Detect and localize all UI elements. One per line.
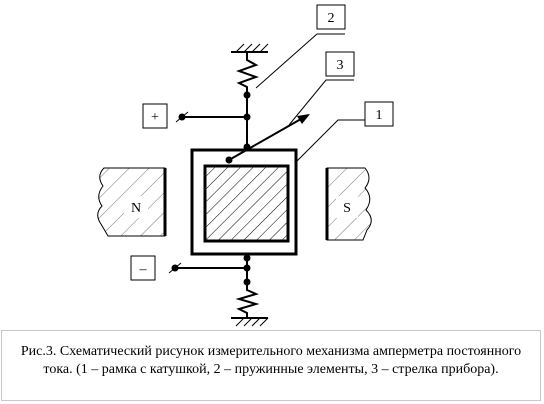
pointer-needle — [228, 114, 309, 161]
north-pole-label: N — [131, 201, 141, 216]
figure-caption-box: Рис.3. Схематический рисунок измерительн… — [1, 330, 541, 401]
minus-label: – — [139, 262, 148, 277]
south-pole-label: S — [343, 201, 351, 216]
plus-terminal-stroke — [175, 111, 189, 123]
top-spring — [235, 52, 260, 95]
callout-3-label: 3 — [337, 58, 344, 73]
south-pole-magnet — [325, 167, 372, 241]
figure-caption: Рис.3. Схематический рисунок измерительн… — [20, 344, 522, 377]
coil-core — [203, 164, 290, 243]
top-junction-dot — [243, 91, 251, 99]
bottom-frame-dot — [243, 254, 251, 262]
top-ground-symbol — [231, 43, 269, 53]
north-pole-magnet — [97, 167, 167, 237]
plus-label-box — [142, 103, 168, 129]
bottom-spring — [235, 284, 260, 318]
callout-3-leader — [288, 79, 354, 126]
bottom-ground-symbol — [231, 317, 269, 327]
pointer-arrowhead — [297, 114, 310, 124]
coil-frame-outer — [190, 148, 298, 256]
callout-2-label: 2 — [328, 11, 335, 26]
minus-label-box — [130, 255, 156, 281]
plus-label: + — [151, 110, 159, 125]
ammeter-mechanism-diagram: 2 3 1 + – N S — [97, 4, 394, 327]
callout-3-box — [325, 51, 355, 77]
callout-1-box — [364, 101, 394, 127]
minus-terminal-stroke — [168, 262, 182, 274]
callout-2-box — [316, 4, 346, 30]
callout-2-leader — [255, 33, 345, 89]
bottom-junction-dot — [243, 278, 251, 286]
needle-base-dot — [225, 156, 233, 164]
callout-1-label: 1 — [376, 108, 383, 123]
